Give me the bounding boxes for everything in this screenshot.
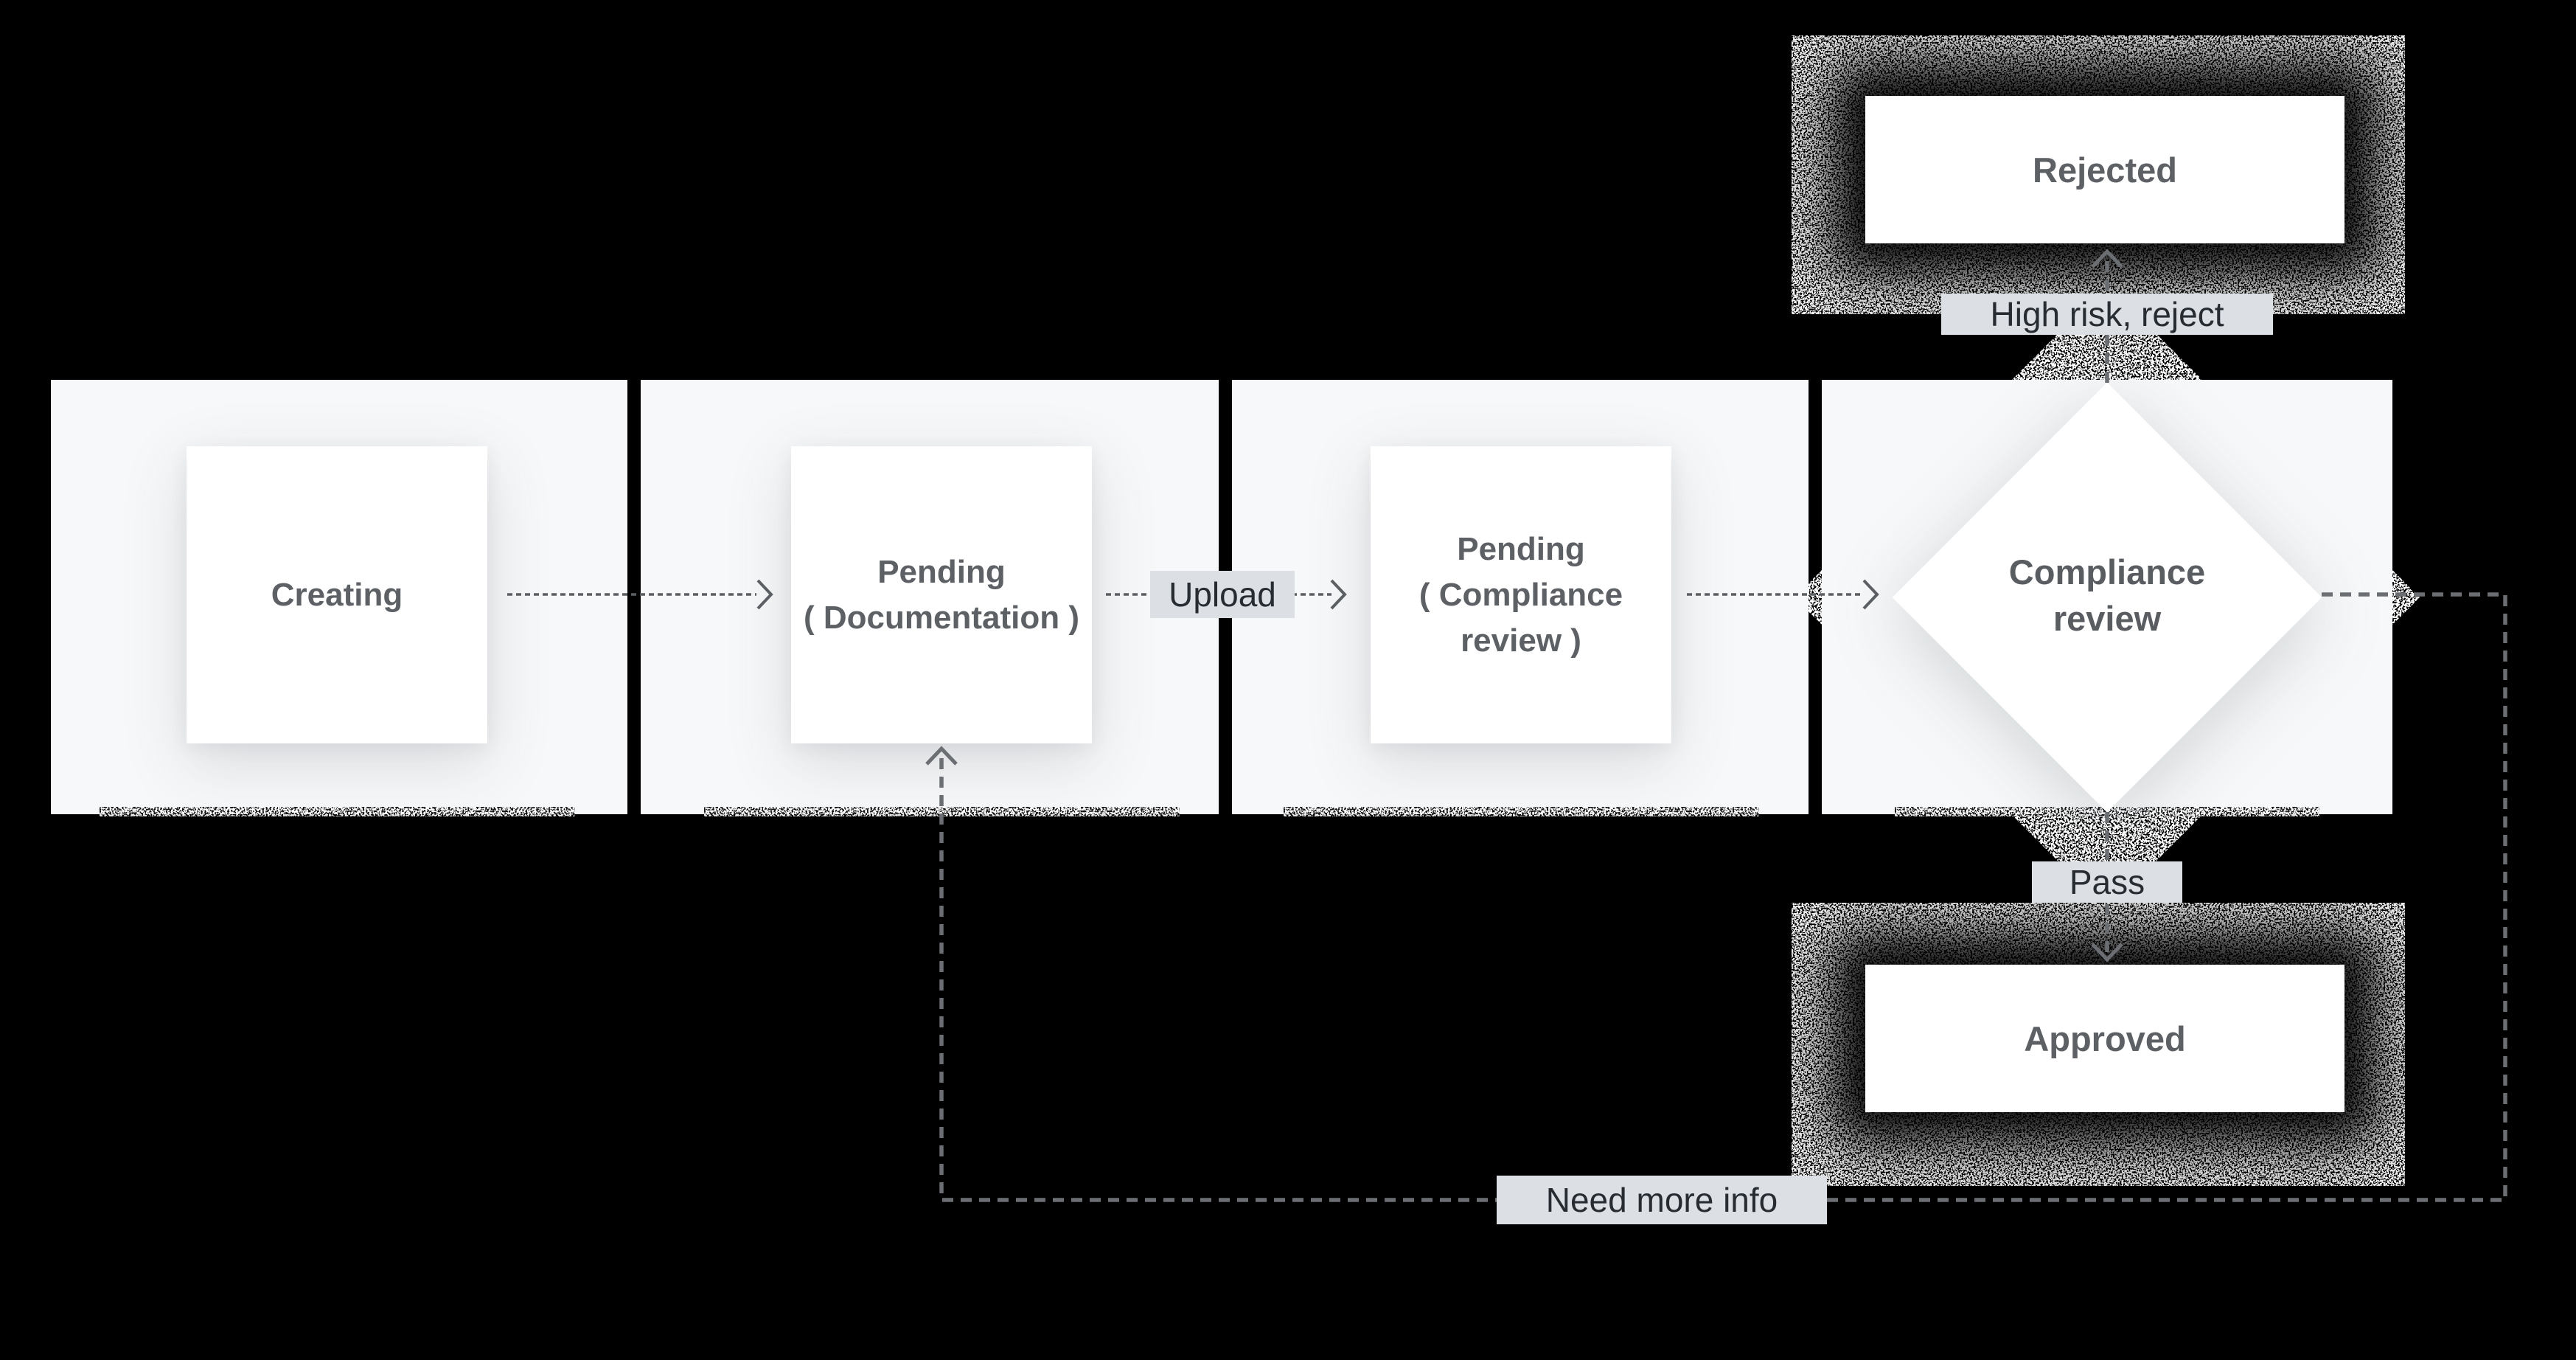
node-pending-documentation-label: Pending ( Documentation ) [804, 553, 1079, 636]
node-creating-label: Creating [271, 576, 403, 613]
arrowhead-right-icon [1330, 579, 1347, 610]
node-rejected: Rejected [1865, 96, 2344, 243]
node-rejected-label: Rejected [2033, 150, 2177, 190]
arrowhead-right-icon [1862, 579, 1879, 610]
node-approved: Approved [1865, 965, 2344, 1112]
arrowhead-right-icon [756, 579, 773, 610]
node-creating: Creating [187, 446, 487, 743]
node-pending-documentation: Pending ( Documentation ) [791, 446, 1092, 743]
node-pending-compliance: Pending ( Compliance review ) [1371, 446, 1671, 743]
edge-label-high-risk-reject: High risk, reject [1941, 294, 2273, 335]
lane-bottom-dither [100, 807, 575, 816]
node-compliance-review-label: Compliance review [2008, 552, 2206, 638]
node-pending-compliance-label: Pending ( Compliance review ) [1418, 530, 1623, 659]
edge-label-pass: Pass [2032, 861, 2182, 903]
lane-bottom-dither [1284, 807, 1759, 816]
arrowhead-up-icon [925, 746, 958, 766]
arrowhead-up-icon [2091, 249, 2123, 268]
edge-label-need-more-info: Need more info [1497, 1176, 1827, 1224]
lane-bottom-dither [704, 807, 1180, 816]
edge-review-return-to-pending-doc [939, 592, 2507, 1202]
node-approved-label: Approved [2024, 1019, 2186, 1058]
arrowhead-down-icon [2091, 943, 2123, 962]
edge-label-upload: Upload [1150, 571, 1295, 618]
